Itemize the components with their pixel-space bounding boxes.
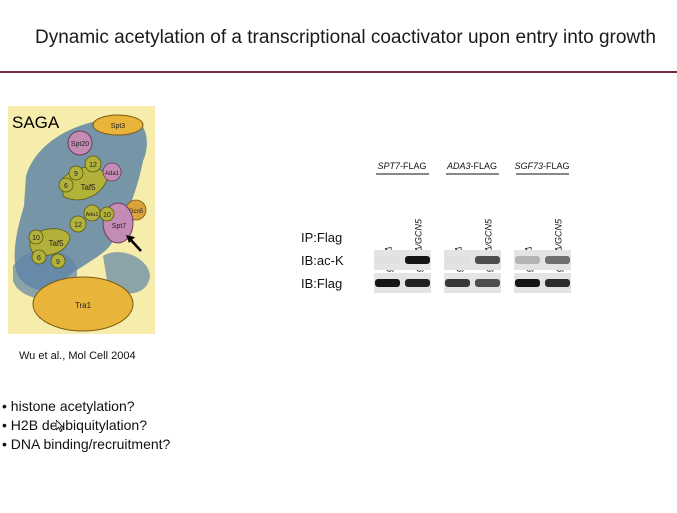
subunit-9-lower <box>50 253 66 269</box>
subunit-10-middle <box>99 206 115 222</box>
blot-band-ack <box>545 256 570 264</box>
arrow-head-icon <box>126 235 135 243</box>
subunit-tra1 <box>32 276 134 332</box>
blot-strip-ack <box>514 250 571 270</box>
blot-band-ack <box>405 256 430 264</box>
blot-group-header: ADA3-FLAG <box>446 161 497 171</box>
slide-title: Dynamic acetylation of a transcriptional… <box>35 27 656 48</box>
blot-lane-label: gcn5Δ/GCN5 <box>554 218 564 272</box>
subunit-tra1-label: Tra1 <box>75 301 92 310</box>
blot-strip-flag <box>374 273 431 293</box>
blot-lane-label: gcn5Δ/GCN5 <box>414 218 424 272</box>
subunit-ada1-lower-label: Ada1 <box>86 212 99 218</box>
subunit-spt20-label: Spt20 <box>71 141 89 148</box>
blot-strip-ack <box>374 250 431 270</box>
row-label-ip-flag: IP:Flag <box>301 230 343 245</box>
blot-group-header: SGF73-FLAG <box>514 161 569 171</box>
saga-heading: SAGA <box>12 113 60 132</box>
title-divider <box>0 71 677 73</box>
blot-group-header: SPT7-FLAG <box>377 161 426 171</box>
question-bullet-list: • histone acetylation? • H2B deubiquityl… <box>2 397 170 454</box>
subunit-6-lower-label: 6 <box>37 255 41 262</box>
blot-band-flag <box>375 279 400 287</box>
subunit-12-upper <box>84 155 102 173</box>
subunit-9-upper-label: 9 <box>74 171 78 178</box>
subunit-12-lower <box>69 215 87 233</box>
western-blot-svg: SPT7-FLAGgcn5Δgcn5Δ/GCN5ADA3-FLAGgcn5Δgc… <box>374 161 571 293</box>
subunit-6-upper-label: 6 <box>64 183 68 190</box>
arrow-icon <box>129 238 142 252</box>
blot-band-ack <box>375 256 400 264</box>
row-label-ib-flag: IB:Flag <box>301 276 343 291</box>
subunit-ada1-upper <box>102 162 122 182</box>
subunit-12-upper-label: 12 <box>89 162 97 169</box>
subunit-10-lower-label: 10 <box>32 235 40 242</box>
blot-band-flag <box>405 279 430 287</box>
blot-band-flag <box>475 279 500 287</box>
subunit-spt20 <box>67 130 93 156</box>
western-blot-figure: SPT7-FLAGgcn5Δgcn5Δ/GCN5ADA3-FLAGgcn5Δgc… <box>296 150 576 300</box>
mouse-pointer-icon <box>56 420 64 432</box>
subunit-6-lower <box>31 249 47 265</box>
bullet-item: • histone acetylation? <box>2 398 135 414</box>
subunit-10-lower <box>28 229 44 245</box>
subunit-9-upper <box>68 165 84 181</box>
subunit-taf5-lower-label: Taf5 <box>48 239 64 248</box>
subunit-taf5-upper-label: Taf5 <box>80 183 96 192</box>
blot-lane-label: gcn5Δ/GCN5 <box>484 218 494 272</box>
subunit-10-middle-label: 10 <box>103 212 111 219</box>
blot-strip-flag <box>514 273 571 293</box>
subunit-9-lower-label: 9 <box>56 259 60 266</box>
subunit-spt7-label: Spt7 <box>112 223 127 230</box>
saga-structure-figure: Tra1 Spt3 Spt20 Taf5 12 Ada1 9 6 Gcn5 Sp… <box>8 106 155 334</box>
blot-band-flag <box>515 279 540 287</box>
blot-band-flag <box>445 279 470 287</box>
subunit-spt3 <box>92 114 144 136</box>
blot-band-ack <box>445 256 470 264</box>
subunit-spt3-label: Spt3 <box>111 123 126 130</box>
blot-band-flag <box>545 279 570 287</box>
figure-citation: Wu et al., Mol Cell 2004 <box>19 350 136 362</box>
blot-band-ack <box>475 256 500 264</box>
row-label-ib-ack: IB:ac-K <box>301 253 344 268</box>
bullet-item: • DNA binding/recruitment? <box>2 436 171 452</box>
subunit-12-lower-label: 12 <box>74 222 82 229</box>
subunit-ada1-upper-label: Ada1 <box>105 171 120 177</box>
blot-strip-flag <box>444 273 501 293</box>
bullet-item: • H2B deubiquitylation? <box>2 417 147 433</box>
blot-band-ack <box>515 256 540 264</box>
subunit-6-upper <box>58 177 74 193</box>
blot-strip-ack <box>444 250 501 270</box>
subunit-gcn5-label: Gcn5 <box>129 209 144 215</box>
